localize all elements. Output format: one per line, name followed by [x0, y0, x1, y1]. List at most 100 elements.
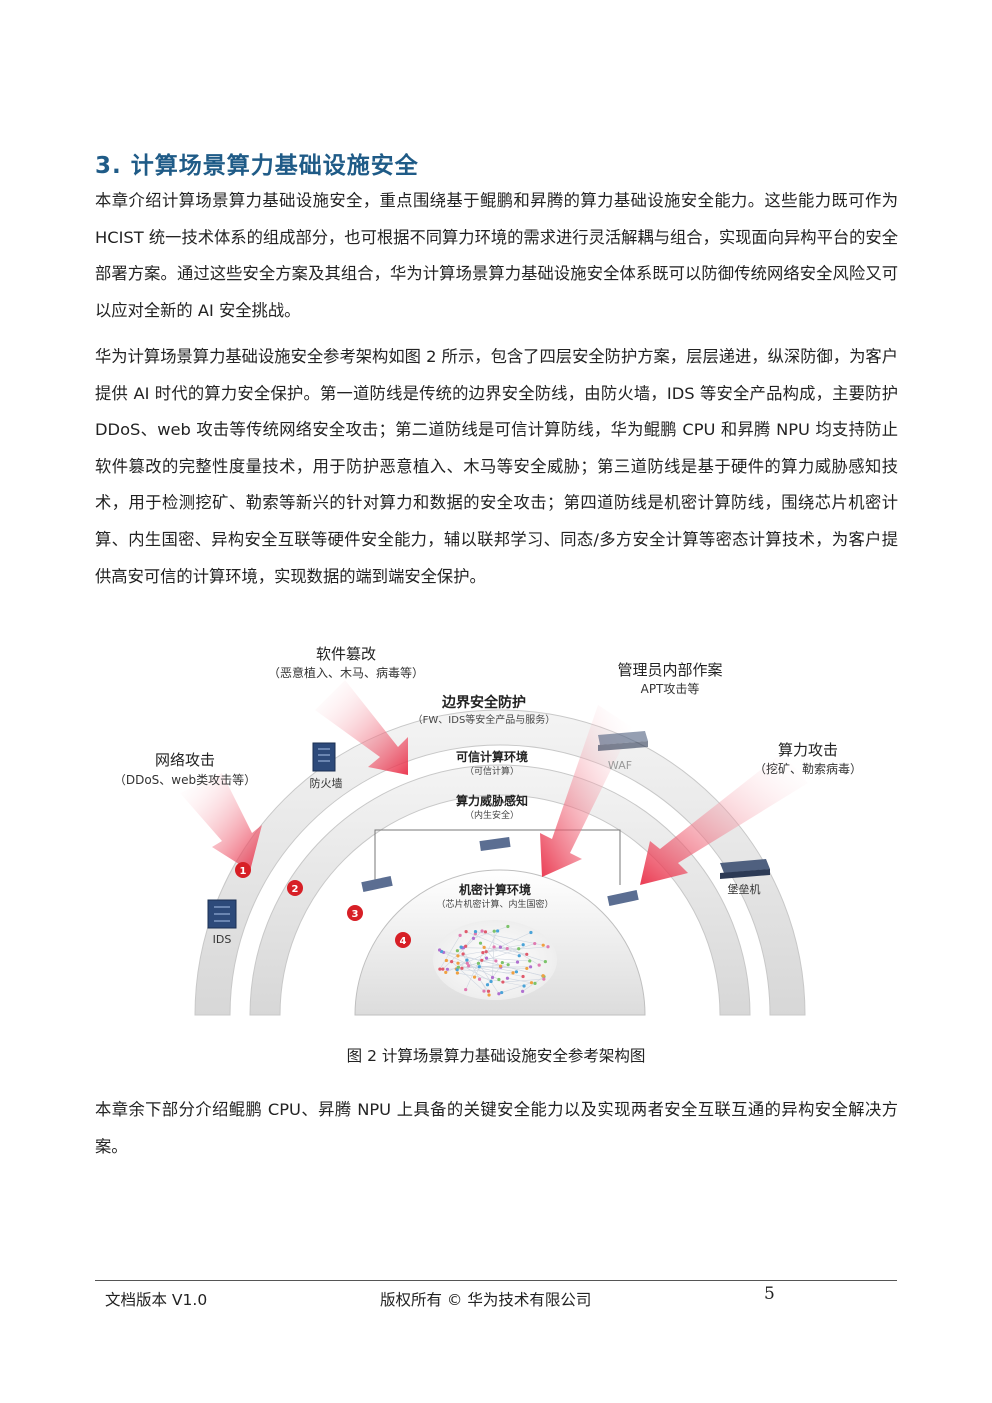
footer-divider	[95, 1280, 897, 1281]
brain-node	[482, 945, 486, 949]
brain-node	[529, 930, 533, 935]
brain-node	[541, 943, 545, 947]
brain-node	[455, 949, 459, 953]
brain-node	[521, 943, 525, 947]
admin-threat-title: 管理员内部作案	[617, 661, 722, 679]
network-attack-arrow	[180, 773, 262, 871]
software-attack-arrow	[315, 680, 408, 775]
brain-link	[492, 931, 495, 978]
brain-node	[464, 944, 468, 948]
brain-node	[494, 959, 498, 963]
brain-node	[529, 981, 534, 985]
brain-node	[492, 929, 496, 933]
brain-node	[500, 990, 504, 995]
brain-node	[546, 945, 550, 949]
brain-link	[445, 932, 532, 973]
brain-node	[467, 964, 471, 968]
brain-node	[497, 992, 501, 996]
compute-threat-sub: （挖矿、勒索病毒）	[754, 761, 862, 776]
admin-threat-sub: APT攻击等	[641, 682, 700, 696]
brain-node	[511, 971, 515, 975]
boundary-title: 边界安全防护	[441, 694, 526, 711]
brain-node	[450, 960, 454, 964]
marker-4: 4	[395, 932, 411, 948]
brain-node	[458, 933, 462, 937]
brain-node	[514, 970, 519, 974]
software-threat-sub: （恶意植入、木马、病毒等）	[268, 665, 424, 680]
brain-node	[537, 963, 541, 967]
brain-node	[497, 977, 501, 982]
brain-link	[501, 982, 532, 993]
brain-node	[500, 960, 504, 965]
threat-title: 算力威胁感知	[456, 793, 528, 808]
architecture-figure: 1 2 3 4 软件篡改 （恶意植入、木马、病毒等） 网络攻击 （DDoS、we…	[114, 645, 862, 1016]
brain-node	[521, 989, 525, 993]
brain-node	[465, 958, 469, 962]
brain-node	[478, 941, 483, 945]
brain-node	[521, 974, 525, 979]
marker-2: 2	[287, 880, 303, 896]
brain-link	[473, 926, 508, 939]
brain-node	[485, 983, 490, 987]
footer-version: 文档版本 V1.0	[105, 1291, 208, 1309]
confidential-title: 机密计算环境	[459, 882, 531, 897]
bastion-icon	[720, 859, 770, 879]
marker-1: 1	[235, 862, 251, 878]
trusted-sub: （可信计算）	[465, 765, 519, 777]
brain-link	[460, 946, 490, 996]
brain-node	[496, 929, 500, 933]
brain-node	[456, 965, 460, 969]
paragraph-remainder: 本章余下部分介绍鲲鹏 CPU、昇腾 NPU 上具备的关键安全能力以及实现两者安全…	[95, 1100, 898, 1156]
brain-link	[443, 952, 500, 980]
brain-node	[441, 967, 445, 971]
brain-link	[457, 969, 514, 974]
brain-node	[533, 981, 537, 986]
brain-node	[501, 980, 505, 984]
brain-node	[528, 965, 533, 969]
brain-node	[456, 954, 460, 958]
brain-node	[487, 993, 491, 997]
threat-sub: （内生安全）	[465, 809, 519, 821]
brain-node	[533, 941, 537, 946]
brain-link	[465, 952, 484, 990]
brain-link	[457, 962, 492, 982]
brain-node	[483, 930, 488, 934]
boundary-arc	[194, 709, 806, 1016]
brain-node	[481, 950, 485, 955]
brain-node	[473, 929, 478, 934]
brain-node	[517, 947, 521, 951]
brain-node	[461, 952, 465, 956]
brain-node	[438, 967, 442, 971]
brain-node	[445, 967, 450, 971]
brain-node	[525, 952, 529, 956]
brain-node	[482, 989, 486, 993]
footer-copyright: 版权所有 © 华为技术有限公司	[380, 1291, 592, 1309]
brain-node	[484, 950, 488, 954]
brain-node	[505, 976, 510, 980]
brain-link	[486, 957, 530, 962]
firewall-icon	[312, 742, 336, 772]
brain-node	[525, 966, 529, 971]
brain-link	[461, 947, 519, 950]
waf-label: WAF	[608, 759, 632, 772]
brain-link	[439, 935, 461, 970]
brain-node	[489, 979, 493, 984]
trusted-title: 可信计算环境	[456, 749, 528, 764]
brain-node	[490, 975, 495, 980]
svg-text:1: 1	[240, 866, 247, 877]
marker-3: 3	[347, 905, 363, 921]
brain-node	[541, 974, 545, 978]
boundary-sub: （FW、IDS等安全产品与服务）	[413, 713, 556, 726]
brain-node	[543, 960, 547, 964]
brain-node	[515, 960, 520, 964]
brain-node	[472, 975, 477, 979]
brain-node	[477, 965, 481, 969]
camera-icon	[361, 836, 639, 907]
svg-text:4: 4	[400, 936, 407, 947]
brain-link	[457, 944, 524, 957]
brain-node	[480, 929, 484, 933]
brain-network-icon	[433, 920, 557, 1000]
trusted-arc	[249, 764, 751, 1016]
brain-node	[528, 959, 532, 963]
ids-icon	[207, 899, 237, 929]
